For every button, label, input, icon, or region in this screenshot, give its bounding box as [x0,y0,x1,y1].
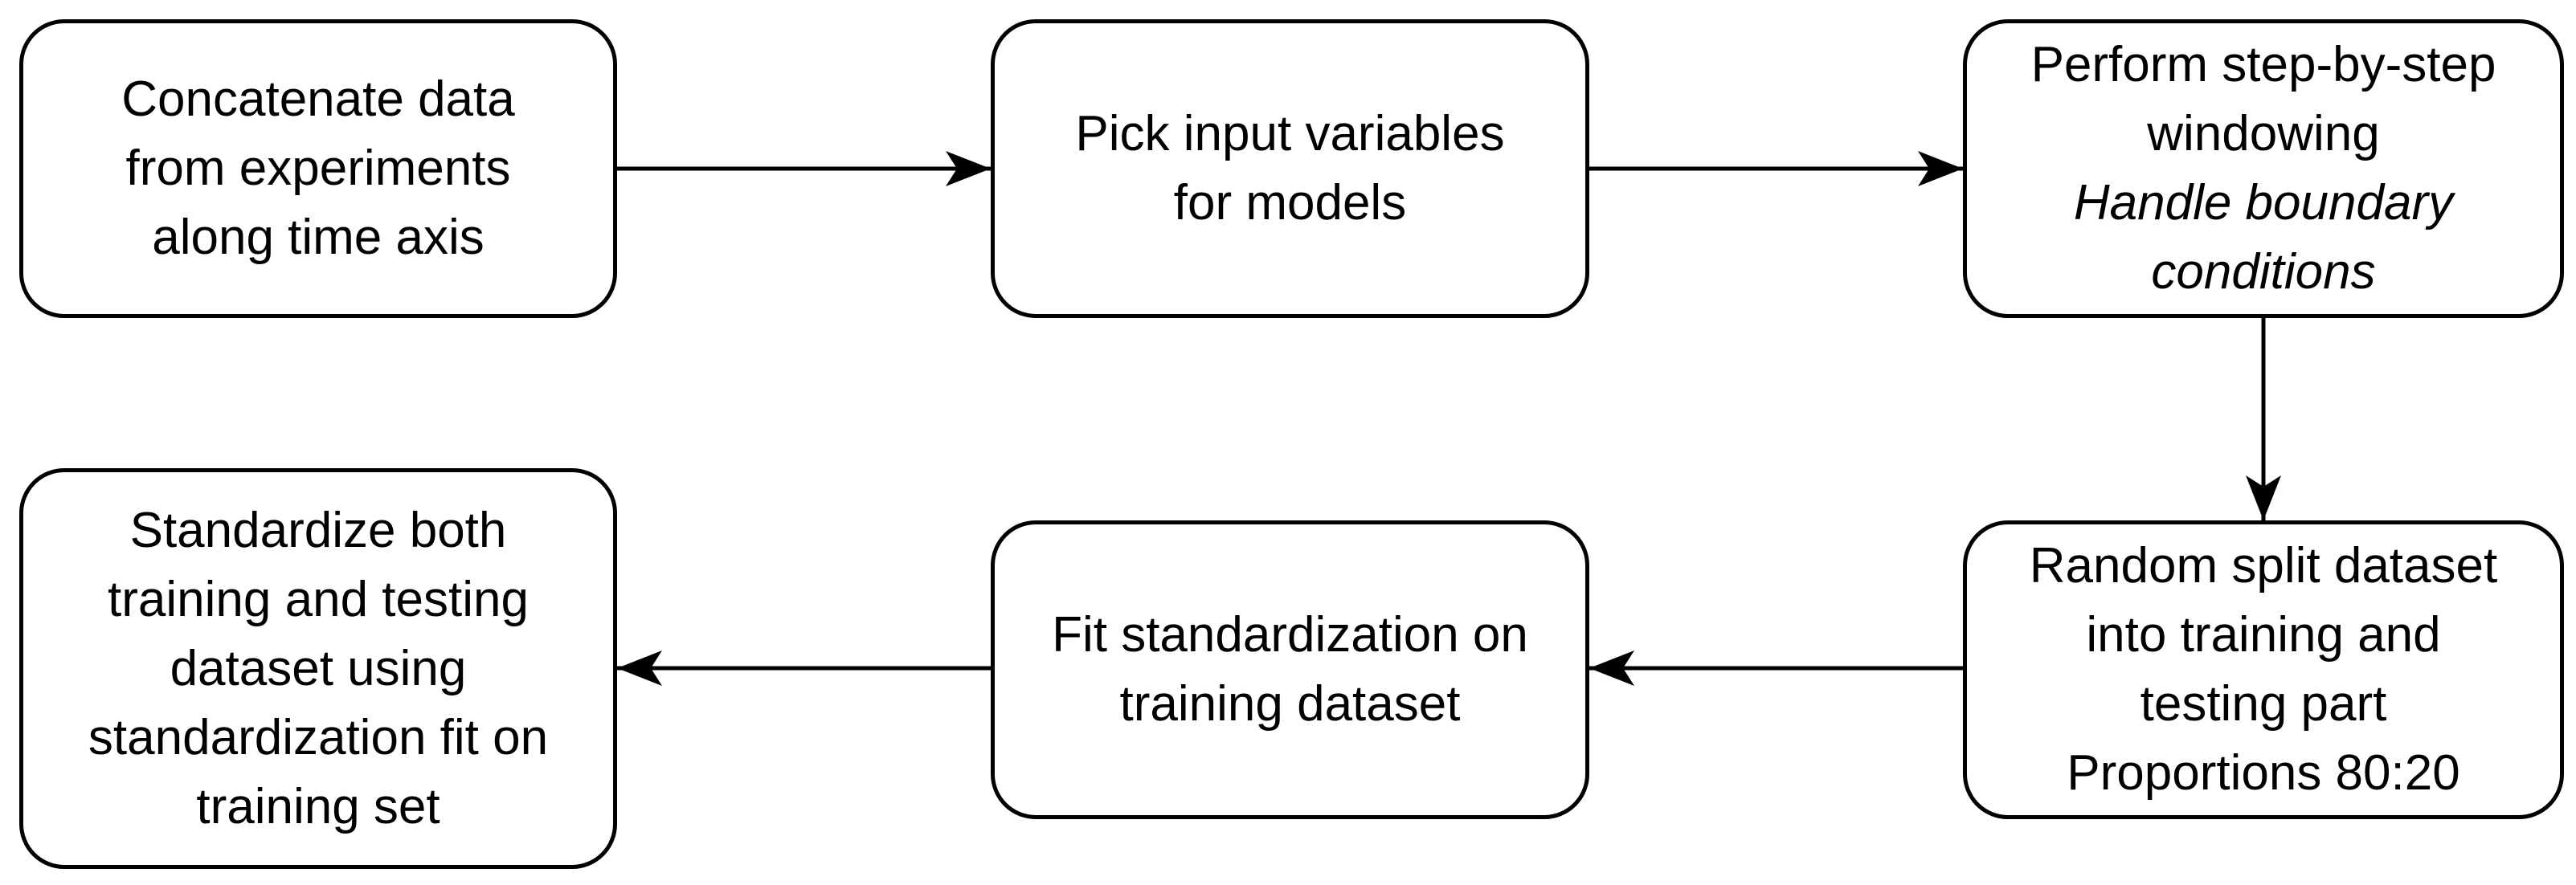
node-fit-standardization: Fit standardization on training dataset [991,520,1589,819]
node-concatenate-line-2: from experiments [125,141,511,196]
node-standardize-both: Standardize both training and testing da… [19,468,617,869]
node-concatenate-text: Concatenate data from experiments along … [121,65,515,272]
node-windowing-line-1: Perform step-by-step [2030,37,2496,92]
node-standardize-line-1: Standardize both [129,502,507,558]
node-concatenate-data: Concatenate data from experiments along … [19,19,617,318]
node-random-split-line-1: Random split dataset [2029,538,2498,593]
node-concatenate-line-1: Concatenate data [121,71,515,127]
node-standardize-line-5: training set [196,778,440,834]
node-fit-std-text: Fit standardization on training dataset [1052,601,1528,739]
node-windowing-line-2: windowing [2147,106,2380,161]
node-random-split-line-2: into training and [2086,607,2441,663]
node-pick-inputs-line-1: Pick input variables [1075,106,1505,161]
node-standardize-text: Standardize both training and testing da… [88,496,548,842]
node-windowing-text: Perform step-by-step windowing Handle bo… [2031,31,2496,307]
node-standardize-line-4: standardization fit on [88,709,549,765]
node-random-split-line-4: Proportions 80:20 [2067,745,2460,801]
node-concatenate-line-3: along time axis [152,210,485,265]
node-random-split-text: Random split dataset into training and t… [2030,532,2497,808]
node-random-split: Random split dataset into training and t… [1963,520,2564,819]
node-windowing: Perform step-by-step windowing Handle bo… [1963,19,2564,318]
node-fit-std-line-2: training dataset [1119,676,1461,732]
node-random-split-line-3: testing part [2140,676,2387,732]
node-fit-std-line-1: Fit standardization on [1052,607,1528,663]
node-pick-input-variables: Pick input variables for models [991,19,1589,318]
node-standardize-line-3: dataset using [170,640,467,696]
node-windowing-italic-line-2: conditions [2151,244,2376,300]
node-pick-inputs-text: Pick input variables for models [1075,100,1504,238]
node-standardize-line-2: training and testing [108,571,529,627]
node-pick-inputs-line-2: for models [1173,175,1407,230]
node-windowing-italic-line-1: Handle boundary [2073,175,2454,230]
